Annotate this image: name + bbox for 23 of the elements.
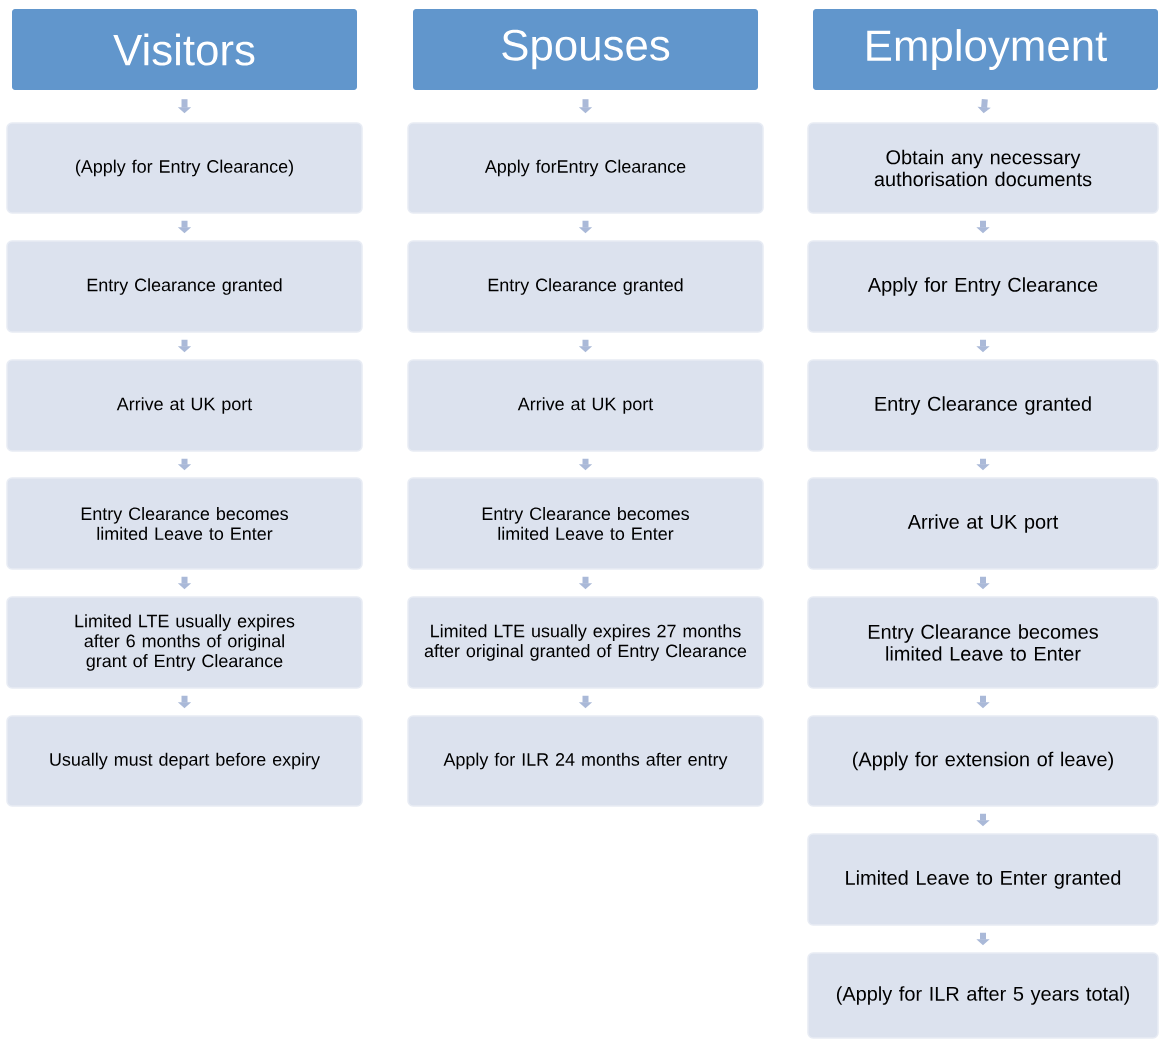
process-box: Limited LTE usually expires after 6 months of original grant of Entry Clearance xyxy=(6,596,363,689)
process-box: Entry Clearance granted xyxy=(407,240,764,333)
process-box: Obtain any necessary authorisation documents xyxy=(807,122,1159,214)
process-box: (Apply for Entry Clearance) xyxy=(6,122,363,214)
process-box: Limited LTE usually expires 27 months after original granted of Entry Clearance xyxy=(407,596,764,689)
process-box: Arrive at UK port xyxy=(807,477,1159,570)
process-box: (Apply for ILR after 5 years total) xyxy=(807,952,1159,1039)
process-box: Apply for ILR 24 months after entry xyxy=(407,715,764,807)
process-box: Entry Clearance becomes limited Leave to Enter xyxy=(6,477,363,570)
process-box: Entry Clearance granted xyxy=(6,240,363,333)
process-box: Apply for Entry Clearance xyxy=(807,240,1159,333)
column-header: Employment xyxy=(813,9,1158,90)
process-box: Limited Leave to Enter granted xyxy=(807,833,1159,926)
column-header: Spouses xyxy=(413,9,758,90)
process-box: Apply forEntry Clearance xyxy=(407,122,764,214)
process-box: (Apply for extension of leave) xyxy=(807,715,1159,807)
process-box: Entry Clearance granted xyxy=(807,359,1159,452)
column-header: Visitors xyxy=(12,9,357,90)
process-box: Arrive at UK port xyxy=(407,359,764,452)
process-box: Entry Clearance becomes limited Leave to Enter xyxy=(407,477,764,570)
process-box: Entry Clearance becomes limited Leave to Enter xyxy=(807,596,1159,689)
process-box: Usually must depart before expiry xyxy=(6,715,363,807)
process-box: Arrive at UK port xyxy=(6,359,363,452)
